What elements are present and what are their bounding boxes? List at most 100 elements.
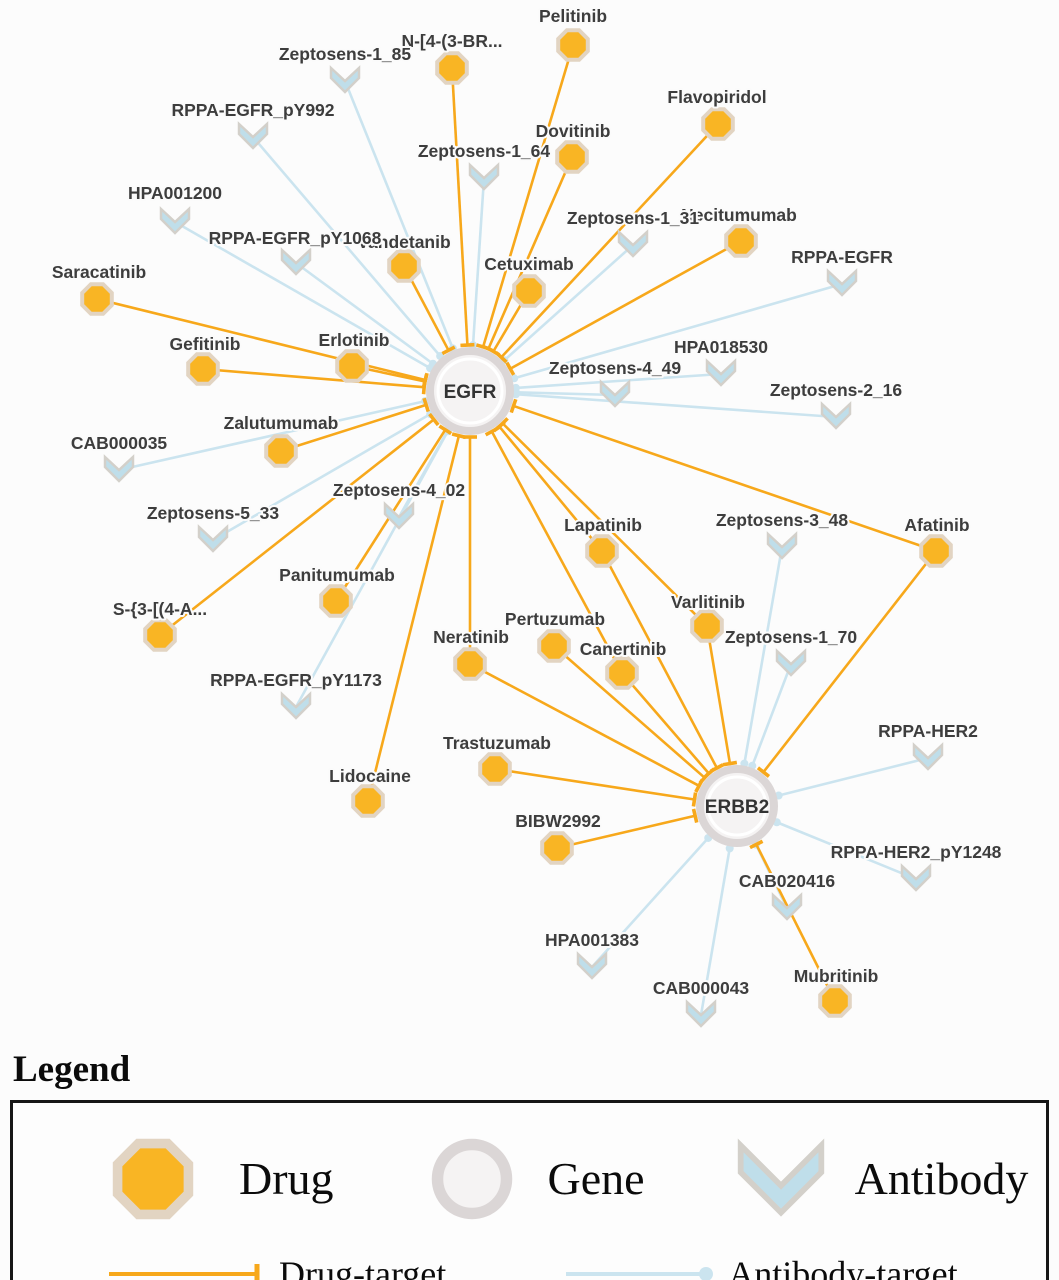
- tee-head: [496, 417, 509, 430]
- antibody-edge-zeptosens-3-48-erbb2: [743, 546, 784, 764]
- drug-node-cetuximab[interactable]: [512, 274, 546, 308]
- drug-node-dovitinib[interactable]: [555, 140, 589, 174]
- antibody-node-rppa-egfr-py1068[interactable]: [280, 247, 312, 276]
- drug-node-neratinib[interactable]: [453, 647, 487, 681]
- drug-node-lidocaine[interactable]: [351, 784, 385, 818]
- drug-label-dovitinib: Dovitinib: [536, 121, 611, 141]
- drug-edge-pelitinib-egfr: [481, 44, 575, 348]
- legend: Legend Drug Gene Antibody: [0, 1049, 1059, 1280]
- drug-node-n-4-3-br[interactable]: [435, 51, 469, 85]
- drug-label-n-4-3-br: N-[4-(3-BR...: [401, 31, 502, 51]
- antibody-label-zeptosens-1-85: Zeptosens-1_85: [279, 44, 412, 64]
- antibody-edge-hpa001383-erbb2: [591, 837, 710, 968]
- antibody-node-hpa001200[interactable]: [159, 206, 191, 235]
- drug-node-s-3-4-a[interactable]: [143, 618, 177, 652]
- antibody-label-zeptosens-1-64: Zeptosens-1_64: [418, 141, 551, 161]
- drug-edge-lapatinib-egfr: [498, 425, 604, 552]
- drug-label-vandetanib: Vandetanib: [357, 232, 450, 252]
- antibody-node-zeptosens-2-16[interactable]: [820, 401, 852, 430]
- drug-edge-trastuzumab-erbb2: [494, 767, 695, 801]
- antibody-node-zeptosens-4-49[interactable]: [599, 379, 631, 408]
- gene-node-erbb2[interactable]: [696, 765, 778, 847]
- tee-head: [691, 808, 699, 823]
- tee-head: [505, 361, 516, 376]
- drug-octagon-icon: [112, 1138, 194, 1219]
- antibody-edge-rppa-her2-erbb2: [778, 756, 929, 797]
- antibody-label-rppa-her2-py1248: RPPA-HER2_pY1248: [831, 842, 1002, 862]
- drug-edge-dovitinib-egfr: [487, 156, 574, 350]
- drug-edge-bibw2992-erbb2: [556, 814, 696, 850]
- drug-node-trastuzumab[interactable]: [478, 752, 512, 786]
- antibody-node-rppa-her2[interactable]: [912, 742, 944, 771]
- drug-label-s-3-4-a: S-{3-[(4-A...: [113, 599, 207, 619]
- antibody-edge-zeptosens-1-85-egfr: [343, 80, 455, 349]
- antibody-node-zeptosens-3-48[interactable]: [766, 531, 798, 560]
- drug-node-pertuzumab[interactable]: [537, 629, 571, 663]
- edges-layer: [96, 44, 938, 1016]
- drug-label-canertinib: Canertinib: [580, 639, 667, 659]
- drug-node-bibw2992[interactable]: [540, 831, 574, 865]
- drug-edge-lidocaine-egfr: [366, 435, 461, 802]
- antibody-node-zeptosens-1-31[interactable]: [617, 229, 649, 258]
- drug-node-zalutumumab[interactable]: [264, 434, 298, 468]
- tee-head: [486, 346, 501, 357]
- tee-head: [422, 397, 430, 413]
- antibody-label-cab020416: CAB020416: [739, 871, 836, 891]
- drug-node-pelitinib[interactable]: [556, 28, 590, 62]
- tee-head: [698, 771, 711, 785]
- drug-node-flavopiridol[interactable]: [701, 107, 735, 141]
- drug-label-necitumumab: Necitumumab: [681, 205, 797, 225]
- drug-node-necitumumab[interactable]: [724, 224, 758, 258]
- antibody-node-rppa-her2-py1248[interactable]: [900, 863, 932, 892]
- drug-node-canertinib[interactable]: [605, 656, 639, 690]
- drug-label-flavopiridol: Flavopiridol: [667, 87, 766, 107]
- drug-node-gefitinib[interactable]: [186, 352, 220, 386]
- antibody-node-cab000035[interactable]: [103, 454, 135, 483]
- drug-label-bibw2992: BIBW2992: [515, 811, 601, 831]
- antibody-node-zeptosens-1-64[interactable]: [468, 162, 500, 191]
- antibody-edge-zeptosens-1-64-egfr: [471, 177, 486, 346]
- legend-drug-target-label: Drug-target: [279, 1253, 447, 1280]
- drug-node-erlotinib[interactable]: [335, 349, 369, 383]
- drug-node-saracatinib[interactable]: [80, 282, 114, 316]
- antibody-edge-rppa-egfr-py1068-egfr: [295, 261, 434, 365]
- antibody-chevron-icon: [737, 1138, 824, 1217]
- antibody-label-hpa018530: HPA018530: [674, 337, 768, 357]
- drug-edge-zalutumumab-egfr: [280, 403, 427, 453]
- legend-drug-label: Drug: [239, 1153, 334, 1205]
- antibody-node-zeptosens-1-85[interactable]: [329, 65, 361, 94]
- antibody-node-hpa018530[interactable]: [705, 358, 737, 387]
- gene-node-inner-ring: [706, 775, 768, 837]
- antibody-node-zeptosens-4-02[interactable]: [383, 501, 415, 530]
- drug-label-varlitinib: Varlitinib: [671, 592, 745, 612]
- antibody-node-hpa001383[interactable]: [576, 951, 608, 980]
- antibody-edge-zeptosens-1-70-erbb2: [751, 663, 793, 767]
- antibody-node-cab000043[interactable]: [685, 999, 717, 1028]
- tee-head: [428, 412, 440, 427]
- legend-node-types-row: Drug Gene Antibody: [13, 1131, 1046, 1227]
- antibody-node-cab020416[interactable]: [771, 892, 803, 921]
- drug-label-trastuzumab: Trastuzumab: [443, 733, 551, 753]
- antibody-edge-zeptosens-4-49-egfr: [515, 390, 616, 397]
- drug-label-panitumumab: Panitumumab: [279, 565, 395, 585]
- drug-edge-s-3-4-a-egfr: [159, 418, 435, 637]
- drug-node-afatinib[interactable]: [919, 534, 953, 568]
- drug-edge-gefitinib-egfr: [202, 367, 425, 389]
- antibody-node-rppa-egfr[interactable]: [826, 268, 858, 297]
- legend-antibody-target-label: Antibody-target: [728, 1253, 958, 1280]
- drug-target-edge-icon: [109, 1263, 260, 1280]
- drug-node-panitumumab[interactable]: [319, 584, 353, 618]
- drug-edge-pertuzumab-erbb2: [553, 645, 706, 779]
- drug-label-neratinib: Neratinib: [433, 627, 509, 647]
- gene-node-egfr[interactable]: [426, 347, 514, 435]
- tee-head: [438, 424, 453, 436]
- drug-node-mubritinib[interactable]: [818, 984, 852, 1018]
- gene-circle-icon: [431, 1138, 512, 1219]
- drug-node-lapatinib[interactable]: [585, 534, 619, 568]
- antibody-node-zeptosens-5-33[interactable]: [197, 524, 229, 553]
- drug-node-varlitinib[interactable]: [690, 609, 724, 643]
- antibody-node-rppa-egfr-py992[interactable]: [237, 121, 269, 150]
- drug-node-vandetanib[interactable]: [387, 249, 421, 283]
- antibody-node-rppa-egfr-py1173[interactable]: [280, 691, 312, 720]
- antibody-node-zeptosens-1-70[interactable]: [775, 648, 807, 677]
